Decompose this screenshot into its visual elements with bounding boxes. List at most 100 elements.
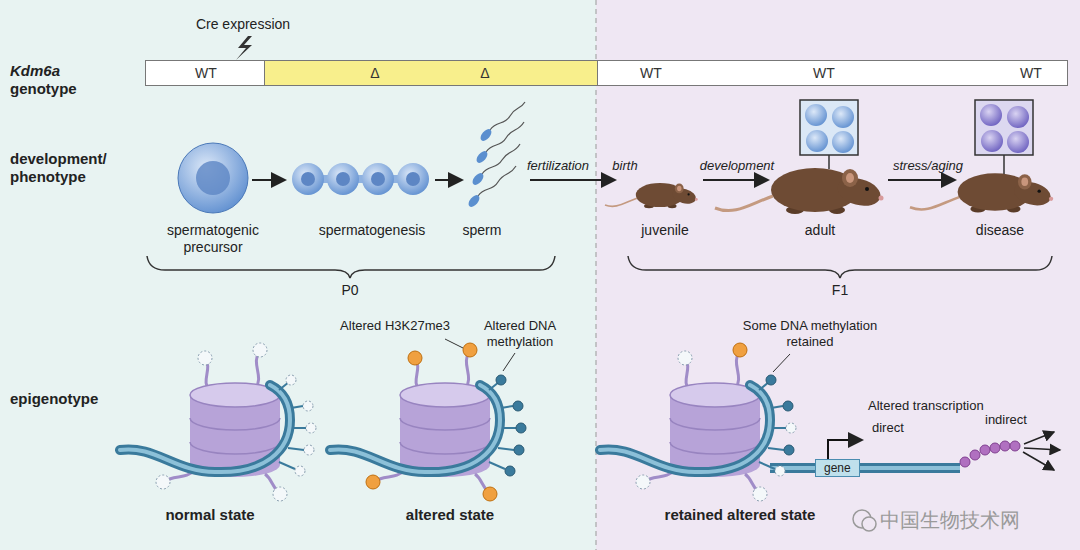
left-ground <box>0 0 596 550</box>
nucleosome <box>330 350 516 494</box>
mark-mixed <box>766 375 776 385</box>
protein-chain <box>970 450 980 460</box>
spermatogenesis-cells <box>362 163 394 195</box>
gene-label: gene <box>824 461 851 475</box>
mark-mixed <box>783 401 793 411</box>
juvenile-mouse <box>605 183 698 208</box>
mark-empty <box>156 475 170 489</box>
mark-empty <box>156 343 316 501</box>
mark-mixed <box>636 351 796 501</box>
mark-mixed <box>784 445 794 455</box>
callout-label: Altered DNA methylation <box>473 318 568 349</box>
cell-inset <box>805 104 827 126</box>
watermark: 中国生物技术网 <box>880 508 1020 532</box>
mark-mixed <box>786 423 796 433</box>
stage-label: spermatogenic precursor <box>153 222 273 256</box>
stage-label: disease <box>976 222 1024 239</box>
mark-empty <box>273 487 287 501</box>
nucleosome <box>120 350 306 494</box>
protein-chain <box>990 443 1000 453</box>
mark-mixed <box>678 351 692 365</box>
spermatogenesis-cells <box>371 172 385 186</box>
precursor-cell <box>196 161 230 195</box>
stage-label: spermatogenesis <box>319 222 426 239</box>
generation-label: P0 <box>341 282 358 299</box>
disease-mouse <box>910 173 1053 212</box>
cell-inset <box>832 131 854 153</box>
arrow-label: development <box>700 158 774 174</box>
right-ground <box>596 0 1080 550</box>
cell-inset <box>800 100 1033 174</box>
mark-filled <box>366 343 497 501</box>
protein-chain <box>960 457 970 467</box>
mark-filled <box>505 466 515 476</box>
state-label: altered state <box>406 506 494 524</box>
dna-strand <box>770 463 960 473</box>
genotype-label: Δ <box>480 61 489 85</box>
genotype-segment: WT <box>145 60 265 86</box>
genotype-segment: ΔΔ <box>265 60 597 86</box>
callout-label: Altered H3K27me3 <box>340 318 450 334</box>
sperm-cells <box>470 171 485 187</box>
mark-mixed <box>733 343 747 357</box>
leader-line <box>773 354 790 372</box>
protein-chain <box>1010 441 1020 451</box>
mark-filled <box>366 343 526 501</box>
mark-filled <box>408 351 422 365</box>
effect-arrows <box>1023 452 1054 470</box>
mark-filled <box>463 343 477 357</box>
cell-inset <box>806 130 828 152</box>
stage-label: sperm <box>463 222 502 239</box>
row-header: development/ phenotype <box>10 150 120 186</box>
arrow-label: stress/aging <box>893 158 963 174</box>
callout-label: Some DNA methylation retained <box>735 318 885 349</box>
cell-inset <box>800 100 858 155</box>
flow-arrows <box>888 179 955 181</box>
mark-filled <box>514 445 524 455</box>
state-label: retained altered state <box>665 506 816 524</box>
genotype-label: WT <box>195 61 217 85</box>
dna-strand <box>770 466 960 470</box>
sperm-cells <box>474 149 489 165</box>
spermatogenesis-cells <box>336 172 350 186</box>
genotype-label: Δ <box>370 61 379 85</box>
mark-empty <box>304 445 314 455</box>
mark-empty <box>306 423 316 433</box>
note-label: Cre expression <box>196 16 290 33</box>
row-header: Kdm6a <box>10 62 60 80</box>
mark-filled <box>483 487 497 501</box>
mark-empty <box>198 351 212 365</box>
effect-arrows <box>1023 432 1060 470</box>
cell-inset <box>1007 106 1029 128</box>
generation-bracket <box>147 256 555 278</box>
mark-mixed <box>766 375 794 455</box>
adult-mouse <box>715 168 884 214</box>
cell-inset <box>1007 131 1029 153</box>
mark-mixed <box>775 466 785 476</box>
cell-inset <box>981 130 1003 152</box>
arrow-label: birth <box>612 158 637 174</box>
callout-label: indirect <box>985 412 1027 428</box>
mark-mixed <box>636 475 650 489</box>
cell-inset <box>832 106 854 128</box>
stage-label: juvenile <box>641 222 688 239</box>
sperm-cells <box>478 166 516 196</box>
row-header: genotype <box>10 80 77 98</box>
sperm-cells <box>486 122 524 152</box>
genotype-label: WT <box>813 61 835 85</box>
effect-arrows <box>1024 448 1060 450</box>
sperm-cells <box>478 127 493 143</box>
genotype-label: WT <box>1020 61 1042 85</box>
mark-empty <box>286 375 296 385</box>
spermatogenesis-cells <box>397 163 429 195</box>
precursor-cell <box>178 143 248 213</box>
arrow-label: fertilization <box>527 158 589 174</box>
flow-arrows <box>252 179 285 181</box>
generation-bracket <box>147 256 1052 278</box>
mark-filled <box>496 375 506 385</box>
cell-inset <box>980 104 1002 126</box>
spermatogenesis-cells <box>327 163 359 195</box>
spermatogenesis-cells <box>406 172 420 186</box>
callout-label: direct <box>872 420 904 436</box>
